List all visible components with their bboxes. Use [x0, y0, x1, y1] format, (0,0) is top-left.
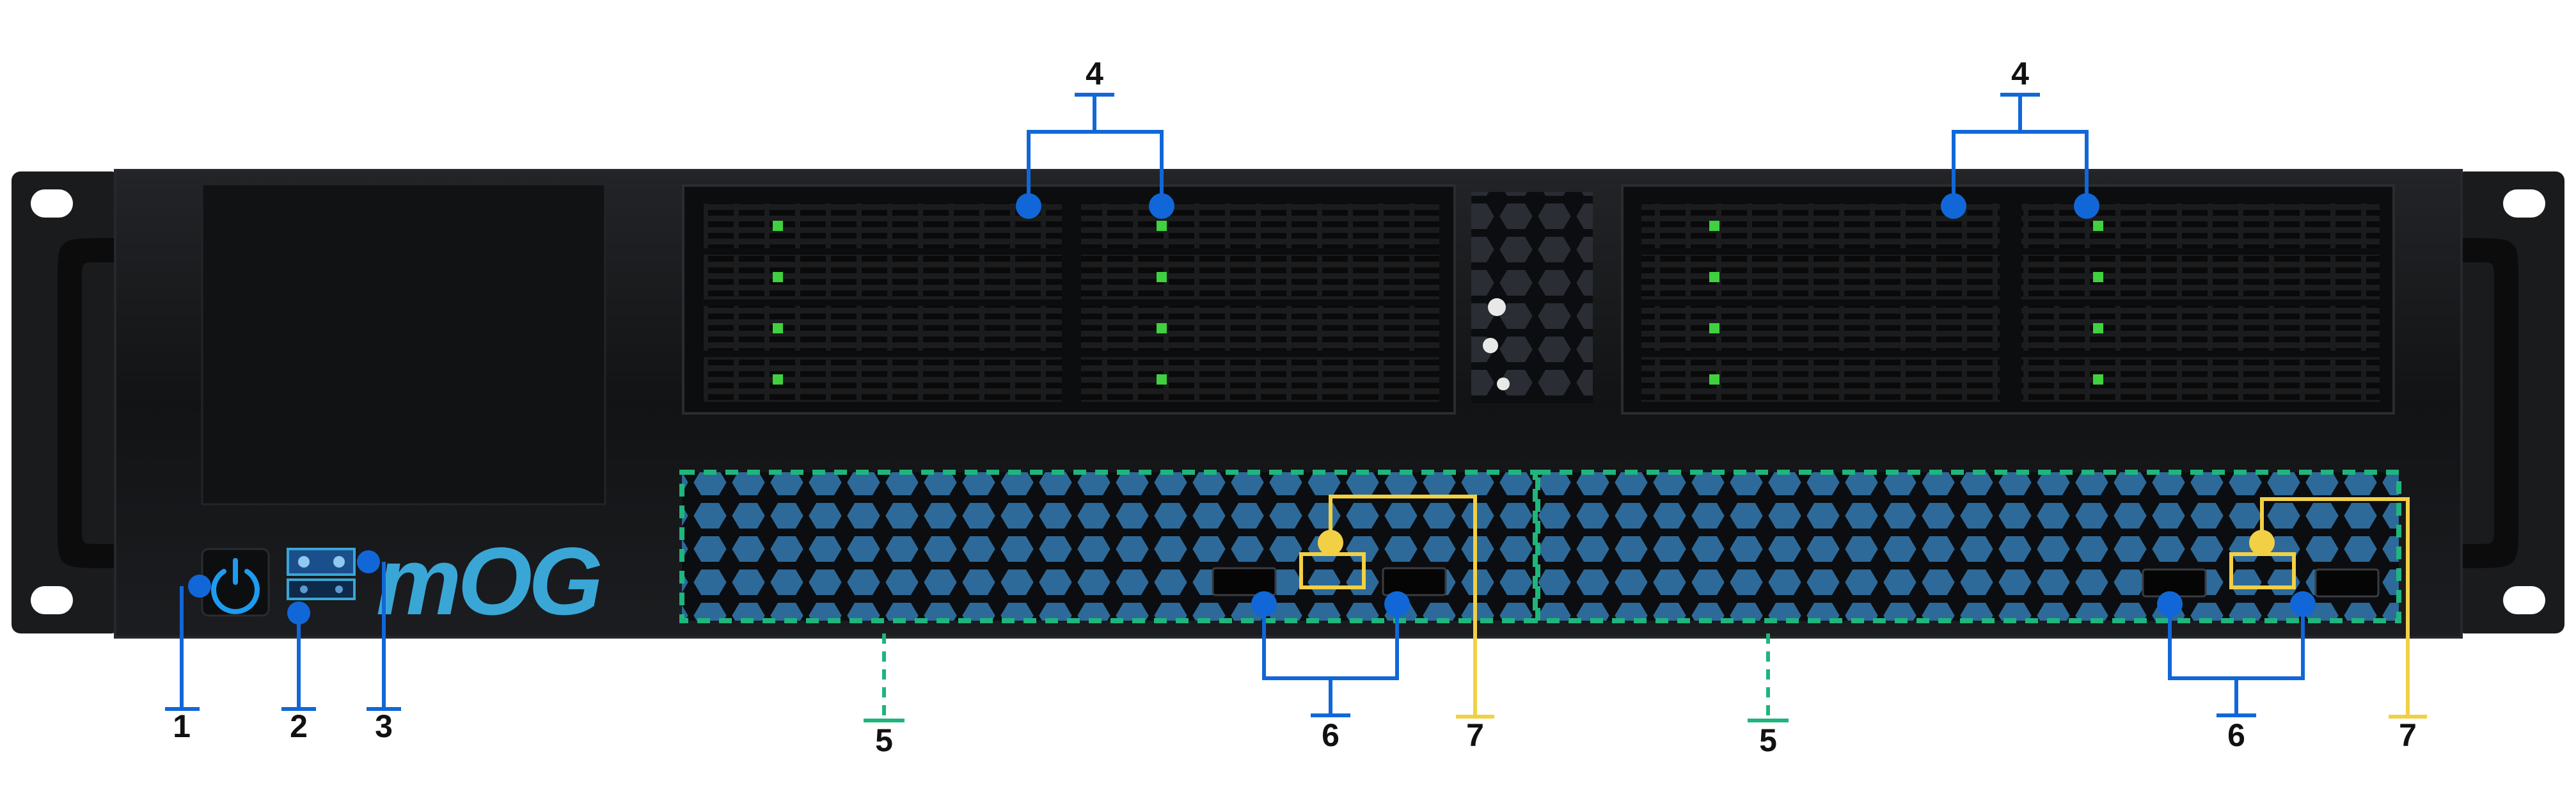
callout-7-left-label: 7	[1466, 717, 1484, 753]
drive-column-right-a	[1641, 203, 2000, 402]
drive-led-icon	[1709, 221, 1719, 231]
callout-2-label: 2	[290, 708, 308, 744]
callout-3-label: 3	[375, 708, 393, 744]
drive-led-icon	[1709, 323, 1719, 333]
drive-led-icon	[2093, 221, 2103, 231]
usb-port-icon	[1212, 567, 1277, 596]
center-vent	[1471, 192, 1593, 403]
usb-port-icon	[1382, 567, 1447, 596]
drive-led-icon	[2093, 323, 2103, 333]
drive-cage-right	[1621, 184, 2395, 415]
callout-1-label: 1	[173, 708, 191, 744]
callout-6-left-label: 6	[1322, 717, 1339, 753]
drive-column-left-a	[704, 203, 1062, 402]
callout-vent-outline	[679, 470, 2401, 623]
callout-1: 1	[165, 575, 211, 744]
brand-logo: mOG	[376, 527, 601, 635]
callout-5-left: 5	[864, 633, 905, 758]
callout-6-right-label: 6	[2227, 717, 2245, 753]
drive-led-icon	[2093, 374, 2103, 385]
power-button[interactable]	[201, 548, 270, 617]
drive-led-icon	[1157, 272, 1167, 282]
drive-led-icon	[773, 323, 783, 333]
callout-5-left-label: 5	[875, 722, 893, 758]
callout-7-right: 7	[2229, 497, 2427, 753]
rack-ear-right	[2448, 171, 2564, 633]
callout-2: 2	[281, 601, 316, 744]
power-icon	[211, 558, 260, 614]
drive-led-icon	[773, 272, 783, 282]
callout-6-right: 6	[2157, 591, 2316, 753]
drive-led-icon	[1157, 323, 1167, 333]
callout-7-left: 7	[1299, 495, 1494, 753]
drive-led-icon	[1157, 221, 1167, 231]
drive-led-icon	[1709, 272, 1719, 282]
callout-5-right: 5	[1748, 633, 1789, 758]
drive-led-icon	[773, 221, 783, 231]
callout-4-left-label: 4	[1086, 56, 1103, 92]
drive-led-icon	[773, 374, 783, 385]
callout-3: 3	[357, 550, 401, 744]
drive-led-icon	[1157, 374, 1167, 385]
callout-5-right-label: 5	[1759, 722, 1777, 758]
drive-led-icon	[1709, 374, 1719, 385]
callout-4-right-label: 4	[2011, 56, 2029, 92]
drive-led-icon	[2093, 272, 2103, 282]
status-led-icon	[287, 548, 356, 600]
drive-cage-left	[682, 184, 1456, 415]
callout-4-left: 4	[1016, 56, 1174, 219]
usb-port-icon	[2314, 568, 2380, 598]
callout-6-left: 6	[1251, 591, 1410, 753]
callout-4-right: 4	[1941, 56, 2099, 219]
callout-7-right-label: 7	[2399, 717, 2417, 753]
drive-column-left-b	[1081, 203, 1439, 402]
rack-ear-left	[12, 171, 128, 633]
